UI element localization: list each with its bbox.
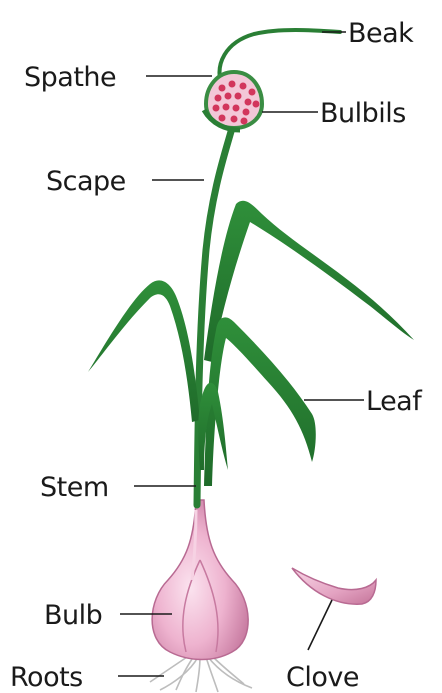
leaves-illustration [88, 201, 414, 486]
clove-label: Clove [286, 662, 359, 693]
leaf-label: Leaf [366, 386, 423, 417]
spathe-label: Spathe [24, 62, 116, 93]
clove-illustration [292, 568, 376, 604]
roots-label: Roots [10, 662, 83, 693]
bulbils-label: Bulbils [320, 98, 406, 129]
bulb-label: Bulb [44, 600, 102, 631]
clove-leader [308, 600, 332, 650]
beak-label: Beak [348, 18, 414, 49]
scape-label: Scape [46, 166, 126, 197]
bulb-illustration [152, 500, 248, 660]
roots-illustration [150, 655, 252, 692]
stem-label: Stem [40, 472, 109, 503]
